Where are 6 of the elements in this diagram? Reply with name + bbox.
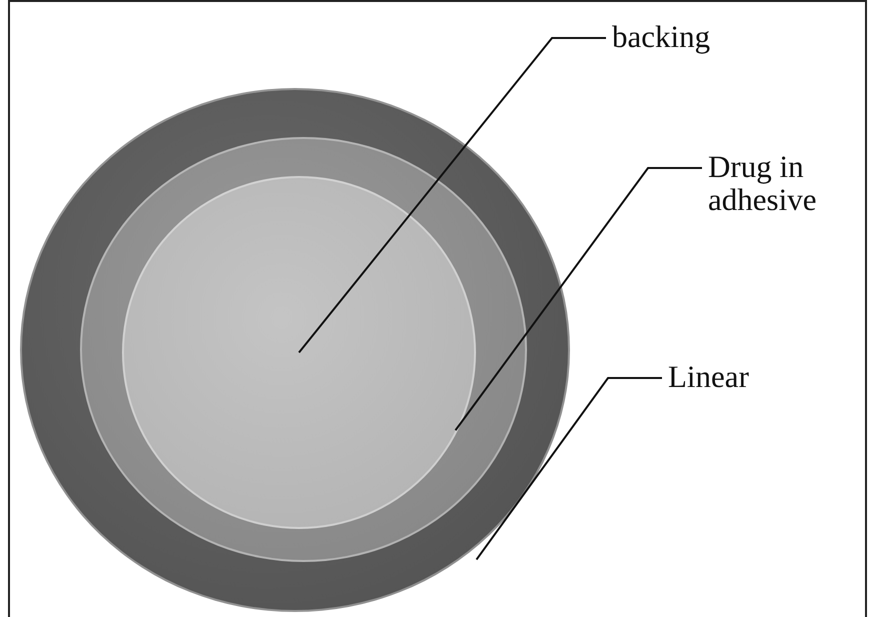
part-label: backing <box>612 20 772 53</box>
leader-line <box>298 37 606 354</box>
leader-line <box>454 167 702 431</box>
part-label: Linear <box>668 360 808 393</box>
part-label: Drug in adhesive <box>708 150 863 216</box>
leader-line <box>476 377 662 560</box>
